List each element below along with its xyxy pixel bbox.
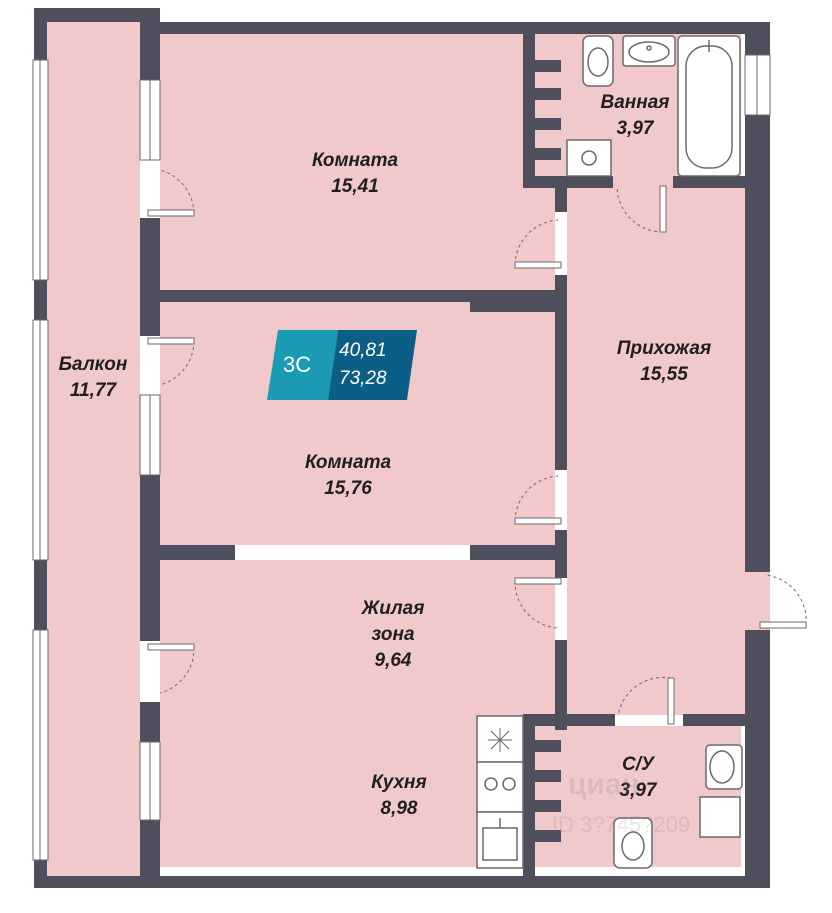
room-label-hallway: Прихожая 15,55 (617, 336, 711, 388)
room-name: Балкон (58, 354, 128, 375)
badge-rooms-bg (267, 330, 338, 400)
toilet-icon (582, 35, 614, 87)
fridge-icon (476, 715, 524, 763)
room-label-bedroom-1: Комната 15,41 (312, 148, 398, 200)
kitchen-sink-icon (476, 811, 524, 869)
badge-rooms: 3С (283, 352, 312, 377)
room-name: Жилая (361, 598, 425, 619)
room-label-kitchen: Кухня 8,98 (371, 770, 426, 822)
apartment-badge-text: 3С 40,81 73,28 (267, 330, 417, 400)
room-area: 15,41 (331, 176, 379, 197)
hallway-floor (567, 188, 747, 715)
washing-machine-icon (566, 139, 612, 177)
sink-icon (622, 35, 676, 67)
balcony-floor (47, 22, 140, 877)
room-area: 3,97 (619, 780, 657, 801)
room-name: Кухня (371, 772, 427, 793)
room-area: 9,64 (374, 650, 412, 671)
badge-area-bg (328, 330, 417, 400)
room-area: 11,77 (69, 380, 117, 401)
room-area: 3,97 (616, 118, 654, 139)
room-label-living: Жилая зона 9,64 (362, 596, 425, 674)
room-label-bedroom-2: Комната 15,76 (305, 450, 391, 502)
wc-washing-machine-icon (699, 796, 741, 838)
windows (32, 54, 771, 861)
fixtures (476, 35, 743, 869)
room-name: Комната (311, 150, 399, 171)
watermark-brand: циан (568, 768, 640, 801)
wc-toilet-icon (613, 817, 653, 869)
room-name: С/У (622, 754, 654, 775)
room-area: 8,98 (380, 798, 418, 819)
badge-total-area: 73,28 (339, 368, 387, 389)
room-name: Ванная (600, 92, 670, 113)
apartment-badge (267, 330, 417, 400)
doors (147, 169, 807, 725)
room-name: Комната (304, 452, 392, 473)
stove-icon (476, 761, 524, 813)
bathtub-icon (677, 35, 741, 177)
room-label-balcony: Балкон 11,77 (59, 352, 128, 404)
wc-sink-icon (705, 744, 743, 790)
room-label-bathroom: Ванная 3,97 (601, 90, 670, 142)
room-area: 15,76 (324, 478, 372, 499)
room-name: Прихожая (616, 338, 712, 359)
room-name-2: зона (371, 624, 415, 645)
room-label-wc: С/У 3,97 (620, 752, 657, 804)
watermark-id: ID 3?745?209 (552, 812, 691, 837)
entrance-floor (745, 572, 770, 630)
room-area: 15,55 (640, 364, 688, 385)
bedroom-1-floor (160, 34, 555, 290)
badge-living-area: 40,81 (339, 340, 387, 361)
